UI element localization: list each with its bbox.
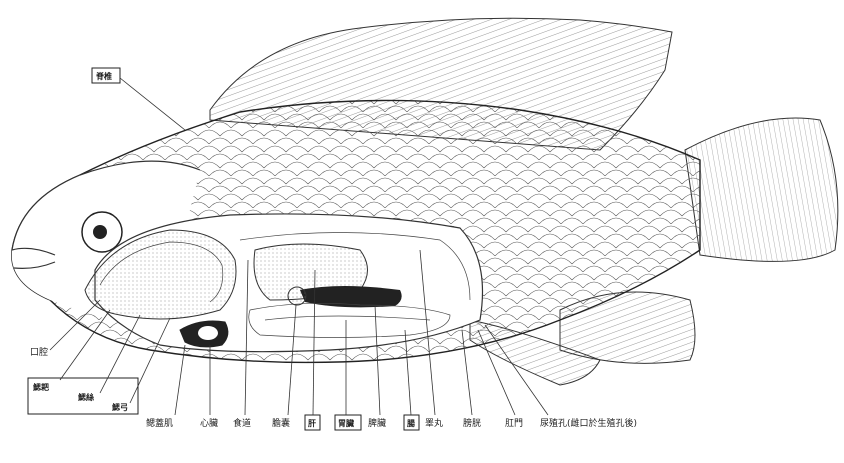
spine-label: 脊椎 <box>95 71 112 81</box>
mouth-label: 口腔 <box>30 346 48 358</box>
kidney-label: 睪丸 <box>425 417 443 429</box>
gonad-label: 膀胱 <box>463 417 481 429</box>
caudal-fin <box>685 118 838 261</box>
urogenital-label: 尿殖孔(雌口於生殖孔後) <box>540 417 637 429</box>
gill-filament-label: 鰓耙 <box>33 382 49 392</box>
gill-arch-label: 鰓絲 <box>78 392 94 402</box>
heart-label: 心臟 <box>200 417 218 429</box>
pupil <box>93 225 107 239</box>
stomach-label: 胃臟 <box>338 418 354 428</box>
esophagus-label: 食道 <box>233 417 251 429</box>
pericardial-label: 鳃蓋肌 <box>146 417 173 429</box>
swim-bladder-label: 膽囊 <box>272 417 290 429</box>
anus-label: 肛門 <box>505 418 523 429</box>
liver-label: 肝 <box>308 419 316 428</box>
intestine-label: 腸 <box>407 418 415 428</box>
gill-raker-label: 鰓弓 <box>112 402 128 412</box>
spleen-label: 脾臟 <box>368 417 386 429</box>
